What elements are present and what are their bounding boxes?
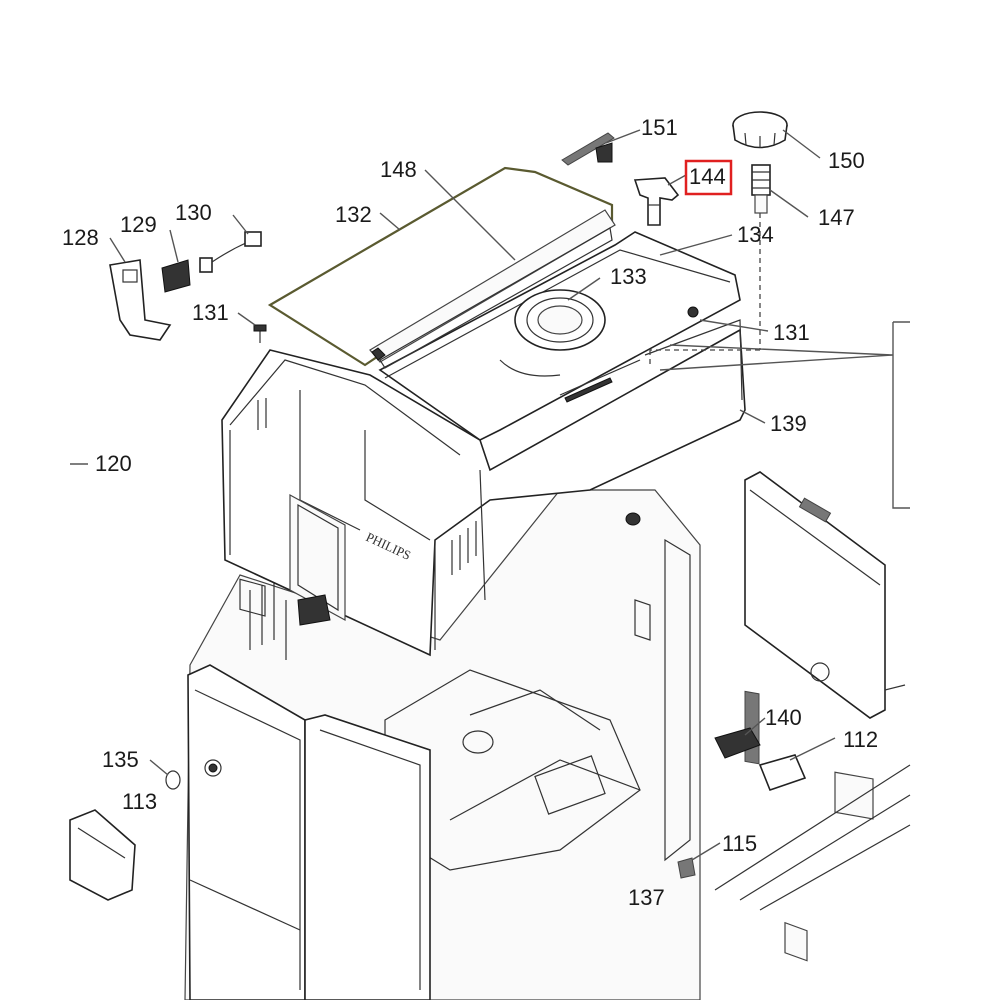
part-151-bracket xyxy=(561,132,615,166)
callout-144[interactable]: 144 xyxy=(689,164,726,189)
part-130-cable xyxy=(199,231,262,273)
callout-147[interactable]: 147 xyxy=(818,205,855,230)
callout-labels: 151 150 148 144 147 132 134 130 129 128 … xyxy=(62,115,878,910)
grille-right-bottom xyxy=(714,764,911,911)
callout-139[interactable]: 139 xyxy=(770,411,807,436)
top-cover-134 xyxy=(378,231,741,441)
callout-131-left[interactable]: 131 xyxy=(192,300,229,325)
callout-131-right[interactable]: 131 xyxy=(773,320,810,345)
callout-113[interactable]: 113 xyxy=(122,789,157,814)
callout-129[interactable]: 129 xyxy=(120,212,157,237)
callout-134[interactable]: 134 xyxy=(737,222,774,247)
water-tank-frame xyxy=(187,664,431,1000)
callout-132[interactable]: 132 xyxy=(335,202,372,227)
callout-115[interactable]: 115 xyxy=(722,831,757,856)
part-150-knob xyxy=(732,111,788,149)
callout-120[interactable]: 120 xyxy=(95,451,132,476)
callout-130[interactable]: 130 xyxy=(175,200,212,225)
highlight-box-144 xyxy=(684,159,733,196)
upper-housing-139: PHILIPS xyxy=(221,319,746,657)
callout-112[interactable]: 112 xyxy=(843,727,878,752)
part-128-bracket xyxy=(109,259,172,341)
part-115-clip xyxy=(677,857,696,879)
inset-pointer-lines xyxy=(659,344,894,371)
callout-128[interactable]: 128 xyxy=(62,225,99,250)
callout-137[interactable]: 137 xyxy=(628,885,665,910)
part-144-latch xyxy=(633,177,680,226)
housing-vent-slots xyxy=(257,398,477,575)
callout-135[interactable]: 135 xyxy=(102,747,139,772)
part-129-pad xyxy=(161,259,191,293)
callout-150[interactable]: 150 xyxy=(828,148,865,173)
callout-151[interactable]: 151 xyxy=(641,115,678,140)
callout-133[interactable]: 133 xyxy=(610,264,647,289)
leader-lines xyxy=(109,129,836,861)
part-147-valve xyxy=(649,164,771,365)
callout-148[interactable]: 148 xyxy=(380,157,417,182)
part-140-switch xyxy=(714,727,761,759)
part-113-tray xyxy=(69,809,136,901)
callout-140[interactable]: 140 xyxy=(765,705,802,730)
part-112-cap xyxy=(758,754,807,792)
part-131-screws xyxy=(253,324,267,343)
lid-frame-132 xyxy=(267,166,616,369)
part-135-ring xyxy=(165,770,181,790)
inset-bracket xyxy=(892,321,910,509)
